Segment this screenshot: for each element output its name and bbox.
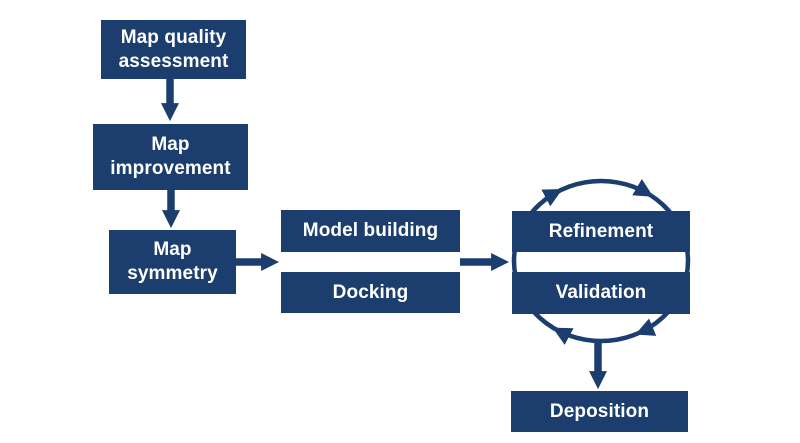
cycle-arrowhead-top-left-icon: [541, 189, 563, 207]
node-docking: Docking: [281, 272, 460, 313]
cycle-arrowhead-bottom-right-icon: [635, 318, 657, 336]
node-refinement: Refinement: [512, 211, 690, 252]
node-validation: Validation: [512, 272, 690, 314]
node-deposition: Deposition: [511, 391, 688, 432]
node-map-improvement: Map improvement: [93, 124, 248, 190]
node-model-building: Model building: [281, 210, 460, 252]
cycle-arrowhead-top-right-icon: [632, 179, 654, 197]
cycle-ellipse: [511, 178, 691, 344]
node-map-quality-assessment: Map quality assessment: [101, 20, 246, 79]
node-map-symmetry: Map symmetry: [109, 230, 236, 294]
cycle-arrowhead-bottom-left-icon: [552, 327, 574, 345]
